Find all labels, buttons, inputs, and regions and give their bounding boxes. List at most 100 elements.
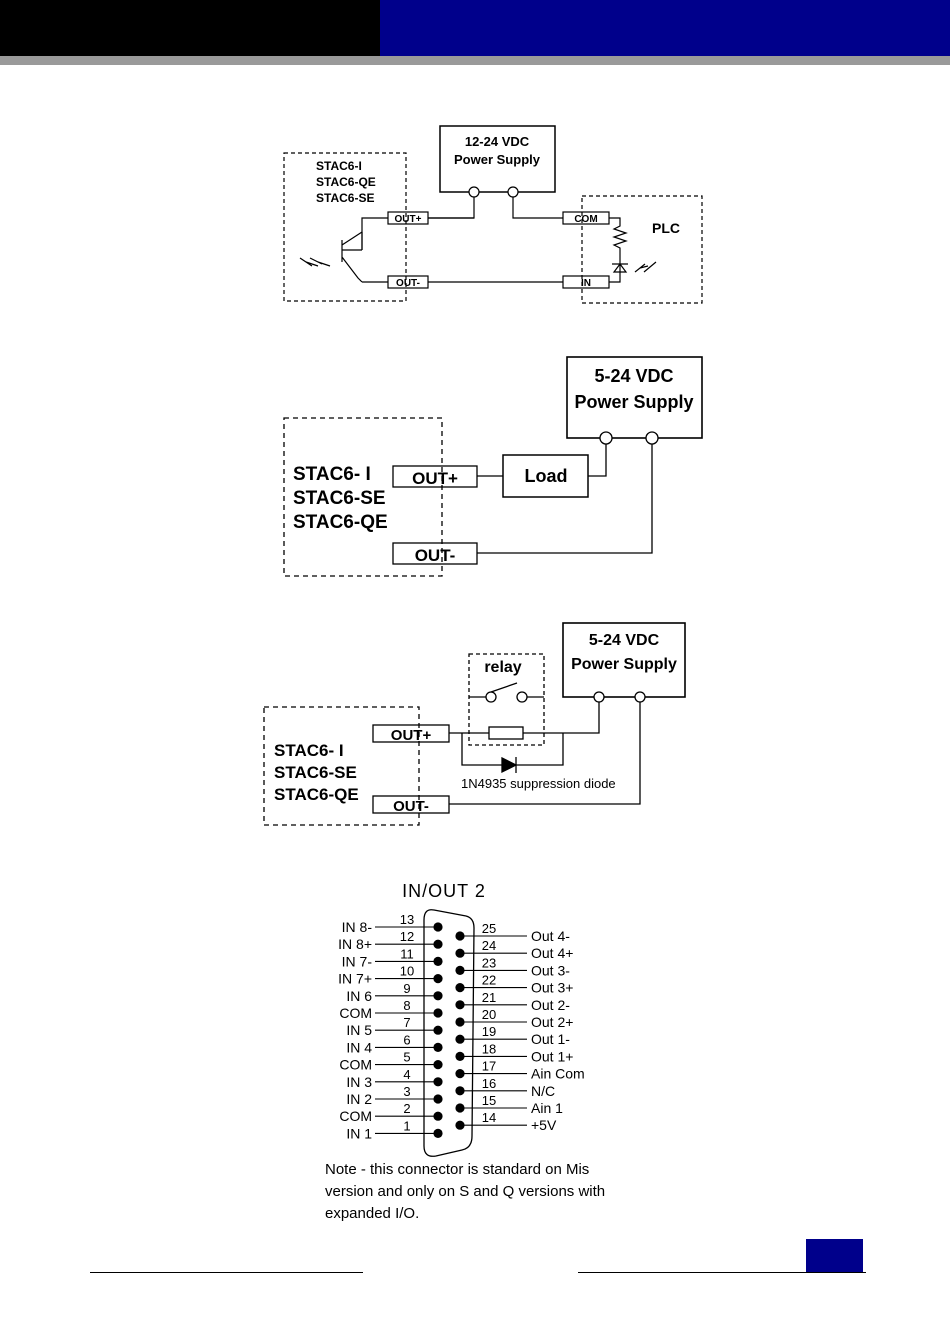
diagram3-text: 5-24 VDC Power Supply relay STAC6- I STA… xyxy=(274,632,677,815)
right-pin-dot xyxy=(455,1086,465,1096)
left-pin-dot xyxy=(433,1128,443,1138)
left-pin-dot xyxy=(433,1025,443,1035)
right-pin-number: 18 xyxy=(482,1041,496,1056)
right-pin-dot xyxy=(455,1051,465,1061)
left-pin-dot xyxy=(433,1060,443,1070)
left-pin-dot xyxy=(433,1077,443,1087)
supply3-box xyxy=(562,622,686,698)
left-pin-label: COM xyxy=(339,1005,372,1021)
left-pin-dot xyxy=(433,1094,443,1104)
footer-rule-left xyxy=(90,1272,363,1273)
right-pin-number: 25 xyxy=(482,921,496,936)
diagram1-text: 12-24 VDC Power Supply STAC6-I STAC6-QE … xyxy=(316,134,680,289)
plc-label: PLC xyxy=(652,220,680,236)
device3-dashed-box xyxy=(263,706,420,826)
device2-label-2: STAC6-SE xyxy=(293,488,386,509)
left-pin-number: 6 xyxy=(403,1032,410,1047)
page-number-box xyxy=(806,1239,863,1272)
device3-label-1: STAC6- I xyxy=(274,741,344,760)
header-blue-bar xyxy=(380,0,950,56)
left-pin-label: COM xyxy=(339,1057,372,1073)
header-black-bar xyxy=(0,0,380,56)
right-pin-dot xyxy=(455,1120,465,1130)
diagram-plc-wiring xyxy=(283,125,703,304)
left-pin-label: IN 7+ xyxy=(338,971,372,987)
right-pin-label: Out 1- xyxy=(531,1031,570,1047)
diode-label: 1N4935 suppression diode xyxy=(461,776,616,791)
left-pin-dot xyxy=(433,974,443,984)
left-pin-label: IN 7- xyxy=(342,953,373,969)
device2-dashed-box xyxy=(283,417,443,577)
left-pin-number: 1 xyxy=(403,1118,410,1133)
left-pin-number: 10 xyxy=(400,964,414,979)
relay-dashed-box xyxy=(468,653,545,746)
right-pin-dot xyxy=(455,1069,465,1079)
right-pin-label: Out 1+ xyxy=(531,1048,573,1064)
left-pin-label: IN 8+ xyxy=(338,936,372,952)
left-pin-label: IN 4 xyxy=(346,1039,372,1055)
right-pin-dot xyxy=(455,931,465,941)
right-pin-dot xyxy=(455,965,465,976)
supply1-line2: Power Supply xyxy=(454,152,541,167)
right-pin-label: Out 3+ xyxy=(531,980,573,996)
left-pin-number: 5 xyxy=(403,1050,410,1065)
right-pin-label: N/C xyxy=(531,1083,555,1099)
relay-label: relay xyxy=(484,659,521,676)
left-pin-number: 11 xyxy=(400,946,414,961)
right-pin-number: 15 xyxy=(482,1093,496,1108)
device3-label-3: STAC6-QE xyxy=(274,785,359,804)
right-pin-label: Out 2+ xyxy=(531,1014,573,1030)
connector-title: IN/OUT 2 xyxy=(402,881,486,901)
out3-minus-label: OUT- xyxy=(393,798,429,815)
left-pin-label: IN 2 xyxy=(346,1091,372,1107)
right-pin-label: Out 3- xyxy=(531,962,570,978)
left-pin-label: IN 6 xyxy=(346,988,372,1004)
note-line-3: expanded I/O. xyxy=(325,1205,419,1222)
left-pin-label: IN 1 xyxy=(346,1125,372,1141)
left-pin-label: IN 3 xyxy=(346,1074,372,1090)
device1-label-3: STAC6-SE xyxy=(316,191,374,205)
right-pin-label: Out 2- xyxy=(531,997,570,1013)
load-label: Load xyxy=(525,466,568,486)
right-pin-label: Ain 1 xyxy=(531,1100,563,1116)
in-label: IN xyxy=(581,278,591,289)
right-pin-number: 22 xyxy=(482,973,496,988)
right-pin-dot xyxy=(455,948,465,958)
supply3-line1: 5-24 VDC xyxy=(589,632,660,649)
supply3-line2: Power Supply xyxy=(571,656,677,673)
note-line-1: Note - this connector is standard on Mis xyxy=(325,1161,589,1178)
header-gray-rule xyxy=(0,56,950,65)
supply-box xyxy=(439,125,556,193)
left-pin-number: 9 xyxy=(403,981,410,996)
right-pin-number: 24 xyxy=(482,938,496,953)
left-pin-number: 3 xyxy=(403,1084,410,1099)
right-pin-dot xyxy=(455,983,465,993)
left-pin-label: IN 8- xyxy=(342,919,373,935)
connector-note: Note - this connector is standard on Mis… xyxy=(325,1161,605,1222)
supply1-line1: 12-24 VDC xyxy=(465,134,530,149)
device-dashed-box xyxy=(283,152,407,302)
right-pin-label: +5V xyxy=(531,1117,557,1133)
right-pin-number: 14 xyxy=(482,1110,496,1125)
right-pin-number: 17 xyxy=(482,1059,496,1074)
device3-label-2: STAC6-SE xyxy=(274,763,357,782)
right-pin-dot xyxy=(455,1017,465,1027)
right-pin-number: 21 xyxy=(482,990,496,1005)
supply2-line2: Power Supply xyxy=(574,392,693,412)
out3-plus-label: OUT+ xyxy=(391,727,432,744)
left-pin-number: 4 xyxy=(403,1067,410,1082)
left-pin-dot xyxy=(433,991,443,1001)
left-pin-dot xyxy=(433,1042,443,1052)
left-pin-number: 8 xyxy=(403,998,410,1013)
diagram-relay-wiring xyxy=(263,622,686,826)
left-pin-dot xyxy=(433,922,443,932)
right-pin-number: 20 xyxy=(482,1007,496,1022)
out2-minus-label: OUT- xyxy=(415,546,456,565)
left-pin-dot xyxy=(433,1008,443,1018)
device1-label-1: STAC6-I xyxy=(316,159,362,173)
footer-rule-right xyxy=(578,1272,866,1273)
left-pin-dot xyxy=(433,956,443,967)
